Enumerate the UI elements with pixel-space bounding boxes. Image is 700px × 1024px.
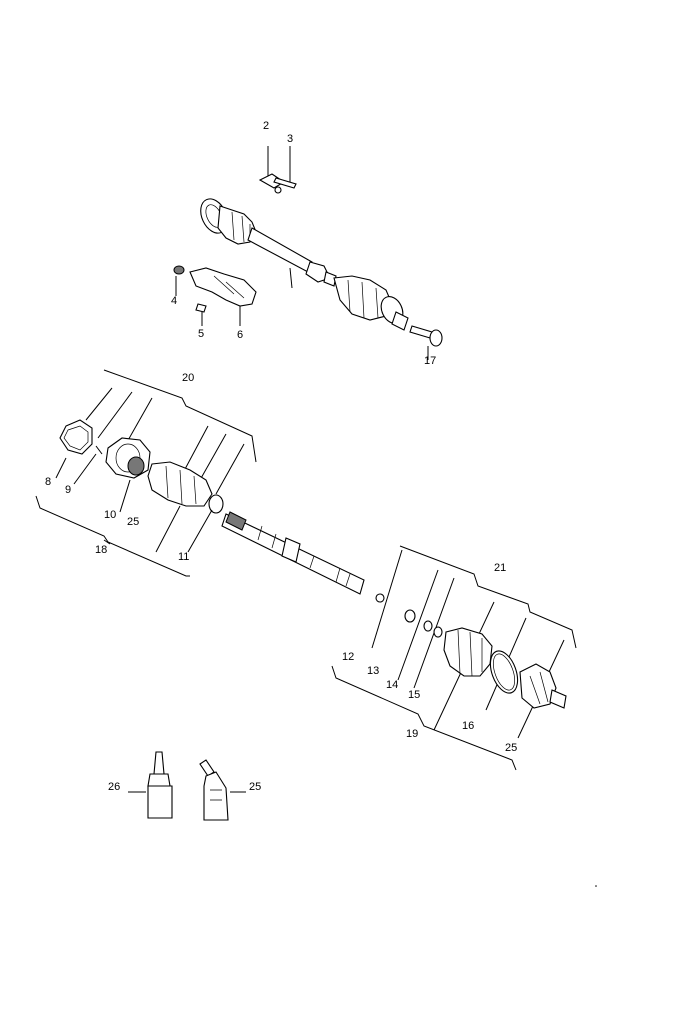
callout-20: 20	[182, 372, 194, 384]
callout-12: 12	[342, 651, 354, 663]
callout-14: 14	[386, 679, 398, 691]
axle-shaft	[221, 511, 385, 603]
callout-15: 15	[408, 689, 420, 701]
callout-2: 2	[263, 120, 269, 132]
callout-21: 21	[494, 562, 506, 574]
clamp-bolt-set	[258, 146, 297, 194]
callout-25-tube: 25	[249, 781, 261, 793]
hub-bolt	[409, 325, 443, 360]
stray-dot	[595, 885, 597, 887]
inner-joint-group	[35, 369, 257, 577]
callout-5: 5	[198, 328, 204, 340]
callout-25-right: 25	[505, 742, 517, 754]
callout-17: 17	[424, 355, 436, 367]
callout-26: 26	[108, 781, 120, 793]
outer-joint-group	[331, 545, 577, 771]
callout-4: 4	[171, 295, 177, 307]
callout-16: 16	[462, 720, 474, 732]
callout-13: 13	[367, 665, 379, 677]
grease-bottle	[128, 751, 173, 819]
callout-25-left: 25	[127, 516, 139, 528]
callouts: 2 3 4 5 6 17 20 8 9 10 25 18 11 21 12 13…	[45, 120, 517, 793]
callout-10: 10	[104, 509, 116, 521]
grease-tube	[199, 759, 246, 821]
callout-3: 3	[287, 133, 293, 145]
callout-11: 11	[178, 551, 189, 563]
callout-8: 8	[45, 476, 51, 488]
callout-6: 6	[237, 329, 243, 341]
callout-19: 19	[406, 728, 418, 740]
heat-shield-set	[173, 265, 257, 326]
callout-18: 18	[95, 544, 107, 556]
complete-drive-shaft	[200, 198, 409, 331]
callout-9: 9	[65, 484, 71, 496]
